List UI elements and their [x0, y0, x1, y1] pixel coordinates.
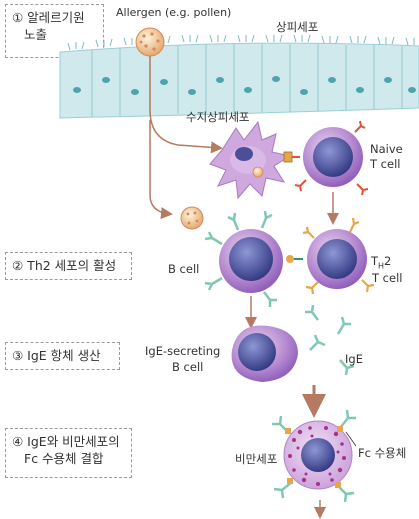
b-cell-label: B cell	[168, 262, 200, 276]
ige-antibodies	[305, 304, 355, 376]
step-1-line1: ① 알레르기원	[12, 10, 85, 25]
pollen-bcell-icon	[180, 206, 204, 230]
step-1-box: ① 알레르기원 노출	[5, 4, 104, 58]
plasma-cell	[231, 325, 298, 382]
fc-receptor-label: Fc 수용체	[358, 446, 407, 460]
step-4-line2: Fc 수용체 결합	[24, 451, 104, 466]
th2-label: TH2	[371, 254, 391, 273]
step-4-box: ④ IgE와 비만세포의 Fc 수용체 결합	[5, 428, 132, 478]
allergen-label: Allergen (e.g. pollen)	[116, 6, 232, 19]
epithelium-label: 상피세포	[276, 20, 319, 34]
mhc-tcr-connector	[283, 151, 300, 163]
naive-t-label-2: T cell	[370, 157, 401, 171]
th2-label-h: H	[378, 261, 385, 271]
th2-label-num: 2	[384, 254, 392, 268]
naive-t-cell	[294, 120, 369, 196]
epithelium-layer	[59, 34, 419, 119]
b-cell	[204, 210, 283, 307]
mast-cell-label: 비만세포	[235, 452, 278, 466]
step-2-line1: ② Th2 세포의 활성	[12, 258, 117, 273]
bt-connector	[286, 255, 303, 263]
step-4-line1: ④ IgE와 비만세포의	[12, 434, 120, 449]
plasma-label-2: B cell	[172, 360, 204, 374]
th2-cell	[302, 217, 375, 295]
step-2-box: ② Th2 세포의 활성	[5, 252, 132, 280]
plasma-label-1: IgE-secreting	[145, 344, 221, 358]
ige-label: IgE	[345, 352, 363, 366]
allergen-pathway-arrows	[149, 56, 339, 519]
dendritic-label: 수지상피세포	[186, 110, 250, 124]
th2-cell-label: T cell	[372, 271, 403, 285]
naive-t-label-1: Naive	[370, 142, 403, 156]
th2-label-t: T	[371, 254, 379, 268]
dendritic-cell	[209, 120, 292, 200]
mast-cell	[272, 409, 357, 503]
step-3-box: ③ IgE 항체 생산	[5, 342, 120, 370]
step-1-line2: 노출	[24, 27, 48, 42]
pollen-allergen-icon	[135, 27, 165, 57]
step-3-line1: ③ IgE 항체 생산	[12, 348, 101, 363]
